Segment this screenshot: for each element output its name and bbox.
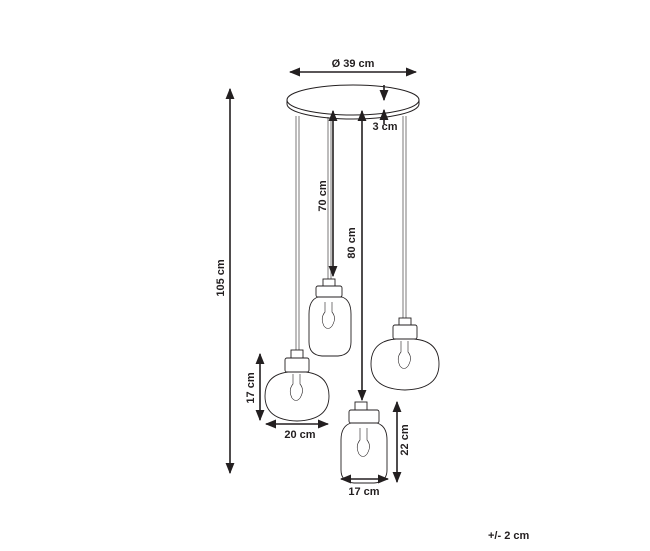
ceiling-canopy	[286, 84, 420, 120]
pendant-tall-lower	[340, 401, 388, 484]
round-shade-width-label: 20 cm	[284, 429, 315, 441]
cable-short-label: 70 cm	[317, 180, 329, 211]
cable-long-label: 80 cm	[346, 227, 358, 258]
canopy-height-label: 3 cm	[372, 121, 397, 133]
tall-shade-width-label: 17 cm	[348, 486, 379, 498]
pendant-tall-upper	[308, 278, 352, 357]
canopy-diameter-label: Ø 39 cm	[332, 58, 375, 70]
tall-shade-height-label: 22 cm	[399, 424, 411, 455]
total-height-label: 105 cm	[215, 259, 227, 297]
tolerance-note: +/- 2 cm	[488, 530, 530, 542]
dimension-lines	[225, 67, 418, 484]
pendant-round-right	[370, 317, 440, 391]
round-shade-height-label: 17 cm	[245, 372, 257, 403]
pendant-round-left	[264, 349, 330, 422]
